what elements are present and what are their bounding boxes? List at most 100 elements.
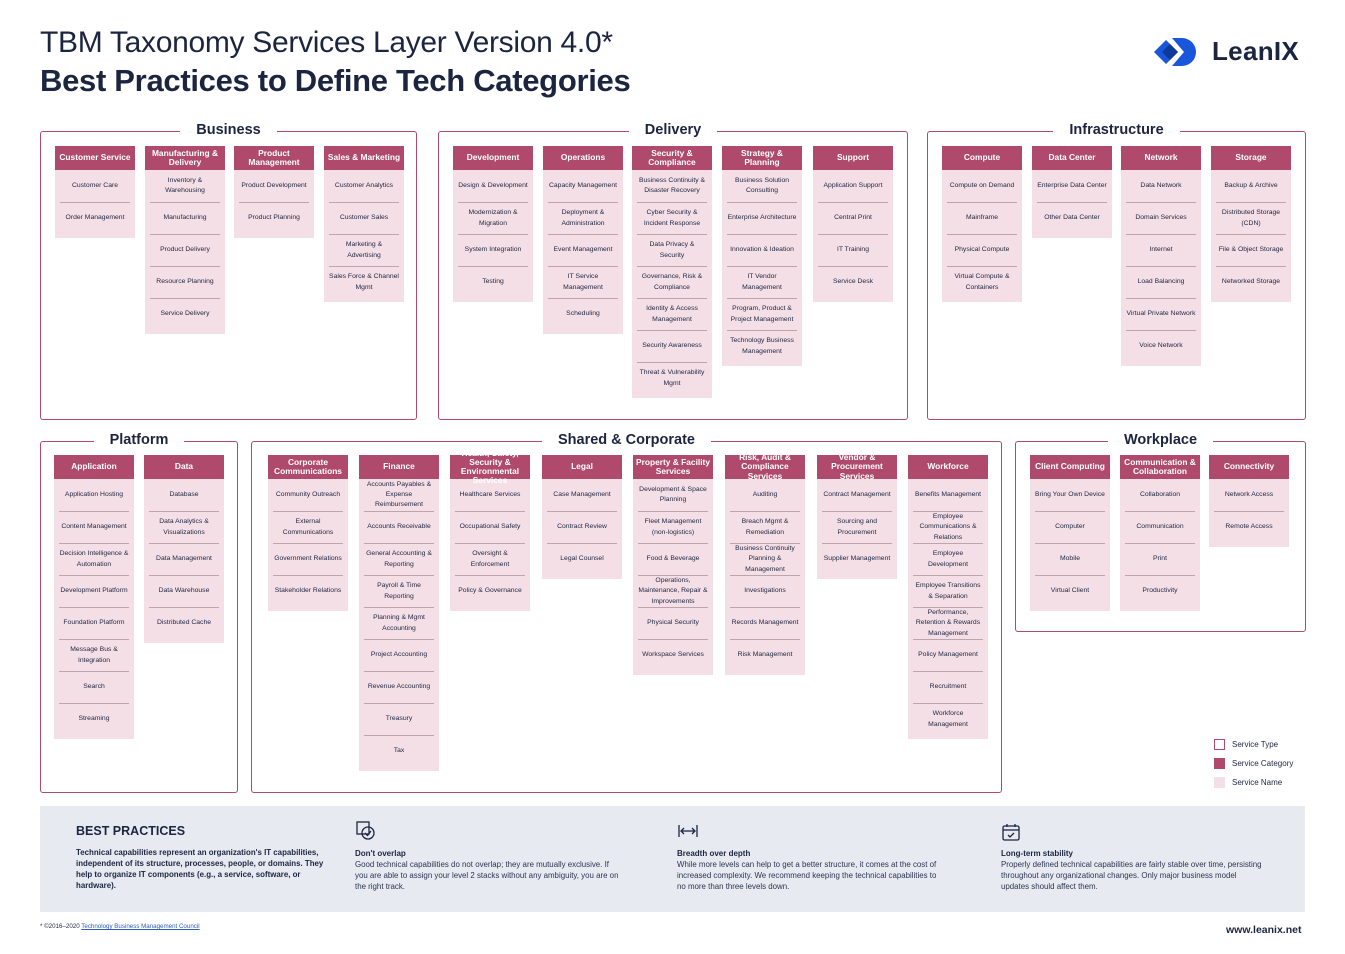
service-name[interactable]: Content Management	[59, 511, 129, 543]
service-name[interactable]: Physical Security	[638, 607, 708, 639]
service-name[interactable]: Capacity Management	[548, 181, 617, 189]
service-category[interactable]: Compute	[942, 146, 1022, 170]
service-name[interactable]: Fleet Management (non-logistics)	[638, 511, 708, 543]
service-name[interactable]: Message Bus & Integration	[59, 639, 129, 671]
service-name[interactable]: Virtual Private Network	[1126, 298, 1196, 330]
service-category[interactable]: Operations	[543, 146, 623, 170]
service-name[interactable]: Case Management	[553, 490, 611, 498]
service-name[interactable]: Distributed Storage (CDN)	[1216, 202, 1286, 234]
service-name[interactable]: Voice Network	[1126, 330, 1196, 362]
service-name[interactable]: Internet	[1126, 234, 1196, 266]
service-category[interactable]: Strategy & Planning	[722, 146, 802, 170]
service-name[interactable]: Legal Counsel	[547, 543, 617, 575]
service-category[interactable]: Finance	[359, 455, 439, 479]
service-category[interactable]: Legal	[542, 455, 622, 479]
service-name[interactable]: Service Delivery	[150, 298, 220, 330]
service-name[interactable]: Communication	[1125, 511, 1195, 543]
service-name[interactable]: Print	[1125, 543, 1195, 575]
service-name[interactable]: Productivity	[1125, 575, 1195, 607]
service-name[interactable]: File & Object Storage	[1216, 234, 1286, 266]
service-name[interactable]: Governance, Risk & Compliance	[637, 266, 707, 298]
service-name[interactable]: Manufacturing	[150, 202, 220, 234]
service-name[interactable]: Benefits Management	[914, 490, 982, 498]
service-name[interactable]: Security Awareness	[637, 330, 707, 362]
service-name[interactable]: Distributed Cache	[149, 607, 219, 639]
service-name[interactable]: Recruitment	[913, 671, 983, 703]
service-name[interactable]: Order Management	[60, 202, 130, 234]
service-name[interactable]: Government Relations	[273, 543, 343, 575]
service-name[interactable]: Policy Management	[913, 639, 983, 671]
service-name[interactable]: Data Privacy & Security	[637, 234, 707, 266]
service-name[interactable]: Decision Intelligence & Automation	[59, 543, 129, 575]
service-name[interactable]: Sourcing and Procurement	[822, 511, 892, 543]
service-name[interactable]: Technology Business Management	[727, 330, 797, 362]
service-name[interactable]: Marketing & Advertising	[329, 234, 399, 266]
service-name[interactable]: Deployment & Administration	[548, 202, 618, 234]
service-name[interactable]: Foundation Platform	[59, 607, 129, 639]
service-name[interactable]: Employee Development	[913, 543, 983, 575]
service-category[interactable]: Data Center	[1032, 146, 1112, 170]
service-category[interactable]: Product Management	[234, 146, 314, 170]
service-name[interactable]: Data Warehouse	[149, 575, 219, 607]
service-name[interactable]: Testing	[458, 266, 528, 298]
service-name[interactable]: Mobile	[1035, 543, 1105, 575]
service-name[interactable]: Accounts Payables & Expense Reimbursemen…	[366, 480, 432, 509]
service-category[interactable]: Data	[144, 455, 224, 479]
service-name[interactable]: Program, Product & Project Management	[727, 298, 797, 330]
service-name[interactable]: Breach Mgmt & Remediation	[730, 511, 800, 543]
service-name[interactable]: Compute on Demand	[949, 181, 1015, 189]
copyright-link[interactable]: Technology Business Management Council	[81, 923, 200, 930]
service-category[interactable]: Connectivity	[1209, 455, 1289, 479]
service-name[interactable]: Domain Services	[1126, 202, 1196, 234]
service-name[interactable]: Employee Transitions & Separation	[913, 575, 983, 607]
service-name[interactable]: Collaboration	[1139, 490, 1181, 498]
service-name[interactable]: Workspace Services	[638, 639, 708, 671]
service-name[interactable]: IT Service Management	[548, 266, 618, 298]
service-category[interactable]: Application	[54, 455, 134, 479]
service-name[interactable]: Load Balancing	[1126, 266, 1196, 298]
service-name[interactable]: Community Outreach	[275, 490, 341, 498]
service-name[interactable]: Identity & Access Management	[637, 298, 707, 330]
service-name[interactable]: Customer Care	[71, 181, 119, 189]
service-name[interactable]: IT Training	[818, 234, 888, 266]
service-name[interactable]: Business Continuity Planning & Managemen…	[730, 543, 800, 575]
service-name[interactable]: Food & Beverage	[638, 543, 708, 575]
service-name[interactable]: Sales Force & Channel Mgmt	[329, 266, 399, 298]
service-name[interactable]: Supplier Management	[822, 543, 892, 575]
service-name[interactable]: Application Hosting	[64, 490, 124, 498]
service-name[interactable]: Streaming	[59, 703, 129, 735]
service-category[interactable]: Customer Service	[55, 146, 135, 170]
service-category[interactable]: Network	[1121, 146, 1201, 170]
service-name[interactable]: Development Platform	[59, 575, 129, 607]
service-name[interactable]: Virtual Client	[1035, 575, 1105, 607]
service-category[interactable]: Development	[453, 146, 533, 170]
service-name[interactable]: Enterprise Architecture	[727, 202, 797, 234]
service-name[interactable]: Network Access	[1224, 490, 1274, 498]
website-link[interactable]: www.leanix.net	[1226, 924, 1302, 936]
service-name[interactable]: Performance, Retention & Rewards Managem…	[913, 607, 983, 639]
service-category[interactable]: Risk, Audit & Compliance Services	[725, 453, 805, 480]
service-name[interactable]: Workforce Management	[913, 703, 983, 735]
service-name[interactable]: Business Solution Consulting	[734, 176, 790, 194]
service-name[interactable]: Central Print	[818, 202, 888, 234]
service-name[interactable]: Service Desk	[818, 266, 888, 298]
service-name[interactable]: External Communications	[273, 511, 343, 543]
service-name[interactable]: Cyber Security & Incident Response	[637, 202, 707, 234]
service-name[interactable]: Virtual Compute & Containers	[947, 266, 1017, 298]
service-name[interactable]: Customer Sales	[329, 202, 399, 234]
service-category[interactable]: Health, Safety, Security & Environmental…	[450, 448, 530, 485]
service-name[interactable]: Data Analytics & Visualizations	[149, 511, 219, 543]
service-name[interactable]: Stakeholder Relations	[273, 575, 343, 607]
service-name[interactable]: Operations, Maintenance, Repair & Improv…	[638, 575, 708, 607]
service-name[interactable]: Healthcare Services	[459, 490, 521, 498]
service-name[interactable]: Computer	[1035, 511, 1105, 543]
service-name[interactable]: Investigations	[730, 575, 800, 607]
service-name[interactable]: Database	[169, 490, 199, 498]
service-name[interactable]: Tax	[364, 735, 434, 767]
service-name[interactable]: Scheduling	[548, 298, 618, 330]
service-name[interactable]: Revenue Accounting	[364, 671, 434, 703]
service-name[interactable]: Remote Access	[1214, 511, 1284, 543]
service-category[interactable]: Security & Compliance	[632, 146, 712, 170]
service-name[interactable]: Contract Management	[823, 490, 891, 498]
service-name[interactable]: Risk Management	[730, 639, 800, 671]
